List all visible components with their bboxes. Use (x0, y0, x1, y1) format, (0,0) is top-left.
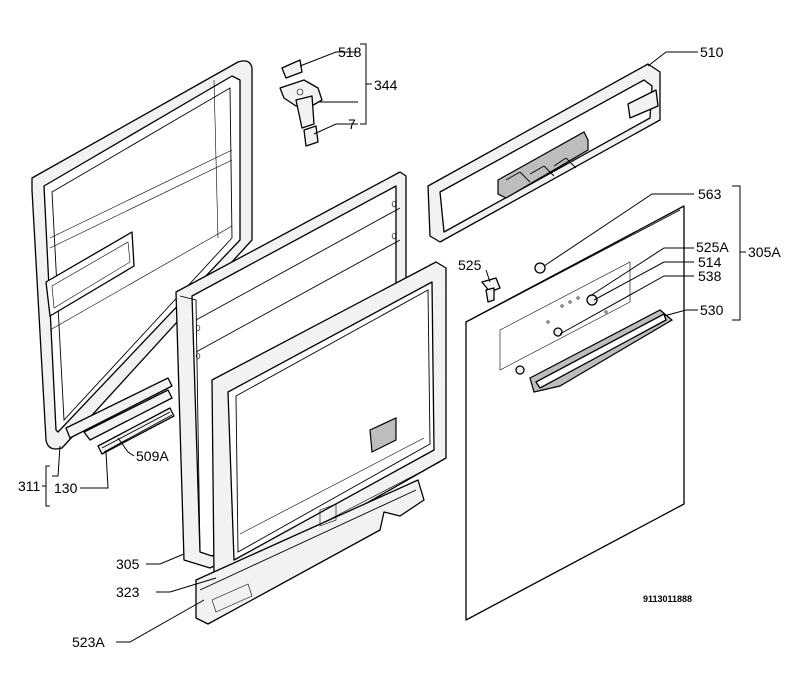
label-538: 538 (698, 268, 722, 284)
label-523a: 523A (72, 634, 105, 650)
label-130: 130 (54, 480, 78, 496)
label-305a: 305A (748, 244, 781, 260)
control-panel-cover (427, 63, 661, 243)
label-509a: 509A (136, 448, 169, 464)
bottom-bracket (195, 479, 425, 625)
label-530: 530 (700, 302, 724, 318)
door-seal-strip (83, 389, 175, 455)
label-525a: 525A (696, 239, 729, 255)
drawing-number: 9113011888 (643, 594, 692, 604)
label-344: 344 (374, 77, 398, 93)
label-311: 311 (18, 478, 41, 494)
label-525: 525 (458, 257, 482, 273)
inner-door-panel (31, 60, 253, 450)
front-door-panel (465, 205, 685, 621)
hinge-parts (279, 59, 323, 147)
label-514: 514 (698, 254, 722, 270)
label-563: 563 (698, 186, 722, 202)
leader-lines (42, 43, 746, 643)
label-323: 323 (116, 584, 140, 600)
label-305: 305 (116, 556, 140, 572)
label-7: 7 (348, 116, 356, 132)
label-510: 510 (700, 44, 724, 60)
label-518: 518 (338, 44, 362, 60)
inner-door-frame (211, 261, 447, 583)
small-parts (481, 262, 546, 303)
